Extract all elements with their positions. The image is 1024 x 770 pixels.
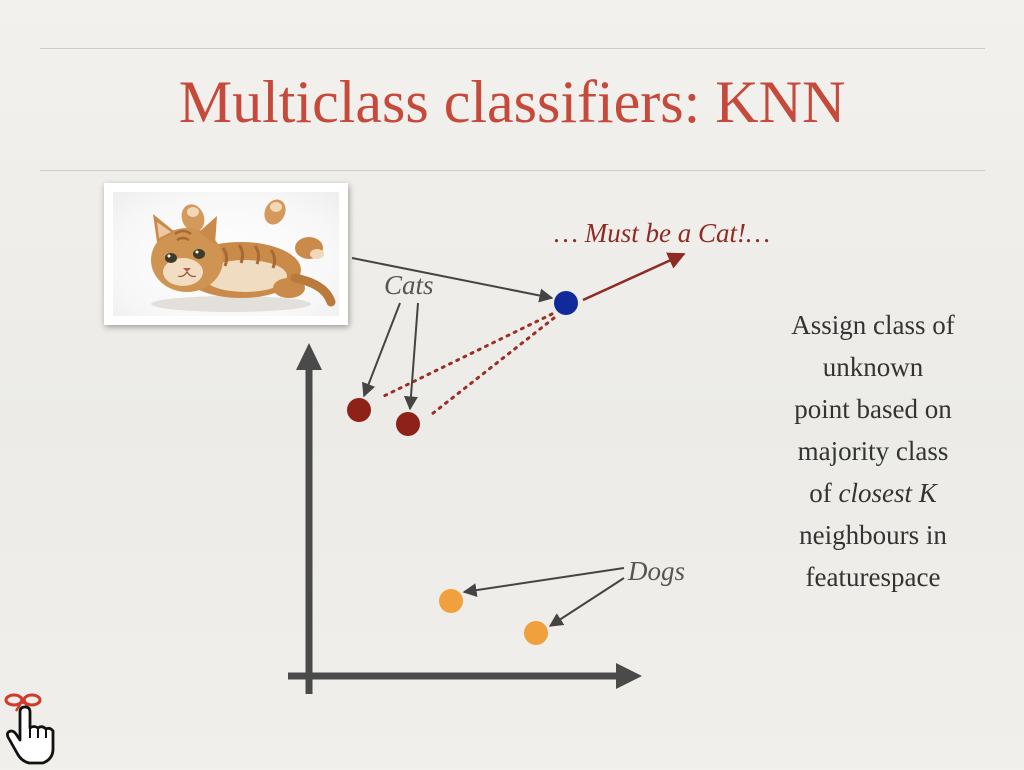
kitten-image (113, 192, 339, 316)
description-emphasis: closest K (838, 478, 937, 508)
dog-point (439, 589, 463, 613)
x-axis-arrowhead (616, 663, 642, 689)
description-line: of closest K (752, 472, 994, 514)
prediction-caption: … Must be a Cat!… (554, 218, 770, 248)
description-line: Assign class of (791, 310, 955, 340)
description-line: majority class (797, 436, 949, 466)
cats-arrow-2 (403, 302, 419, 411)
cats-label: Cats (384, 270, 434, 300)
description-line: featurespace (805, 562, 941, 592)
unknown-point (554, 291, 578, 315)
kitten-illustration (151, 199, 336, 312)
distance-line-2 (430, 316, 556, 416)
prediction-arrow (582, 252, 686, 302)
description-line: neighbours in (799, 520, 947, 550)
cat-point (347, 398, 371, 422)
photo-to-point-arrow (351, 257, 554, 303)
top-rule (40, 48, 985, 49)
cat-point (396, 412, 420, 436)
title-divider (40, 170, 985, 171)
dogs-arrow-2 (548, 577, 625, 627)
distance-line-1 (382, 312, 554, 398)
y-axis-arrowhead (296, 343, 322, 370)
dogs-label: Dogs (628, 556, 686, 586)
slide-title: Multiclass classifiers: KNN (178, 69, 846, 135)
hand-pointer-icon[interactable] (2, 690, 60, 770)
kitten-photo (104, 183, 348, 325)
cats-arrow-1 (362, 302, 401, 398)
knn-description: Assign class of unknown point based on m… (752, 304, 994, 598)
description-line: unknown (822, 352, 924, 382)
dog-point (524, 621, 548, 645)
description-prefix: of (809, 478, 839, 508)
feature-axes (288, 343, 642, 694)
description-line: point based on (794, 394, 952, 424)
dogs-arrow-1 (462, 567, 625, 598)
